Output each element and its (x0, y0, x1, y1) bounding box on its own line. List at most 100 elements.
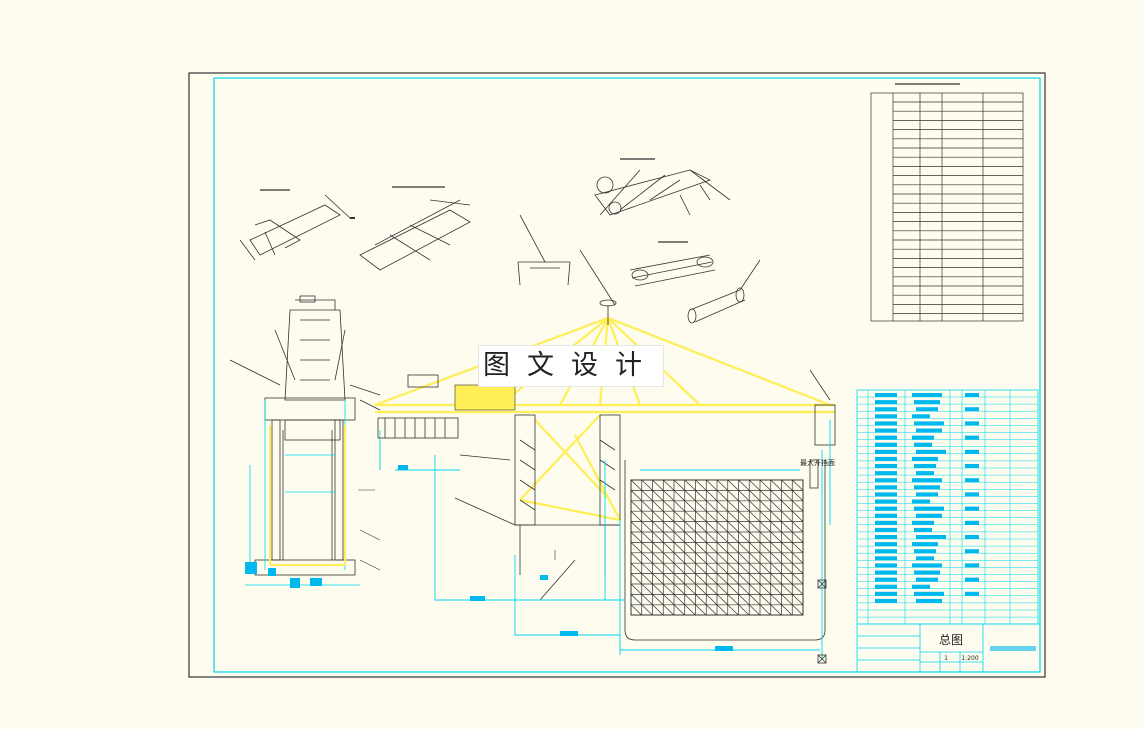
hold-grid-diagonal (673, 531, 685, 543)
hold-grid-diagonal (727, 583, 739, 595)
hold-grid-diagonal (673, 604, 685, 616)
hold-grid-diagonal (652, 521, 664, 533)
hold-grid-diagonal (781, 604, 793, 616)
parts-name-cell (875, 527, 897, 532)
parts-spec-cell (914, 549, 936, 554)
parts-material-cell (965, 492, 979, 497)
hold-grid-diagonal (759, 573, 771, 585)
parts-spec-cell (912, 542, 938, 547)
hold-grid-diagonal (652, 552, 664, 564)
hold-grid-diagonal (727, 531, 739, 543)
dimension-labels (398, 465, 733, 651)
hold-grid-diagonal (759, 542, 771, 554)
hold-grid-diagonal (663, 583, 675, 595)
hold-grid-diagonal (684, 500, 696, 512)
hold-grid-diagonal (781, 490, 793, 502)
hold-grid-diagonal (706, 562, 718, 574)
hold-grid-diagonal (738, 479, 750, 491)
hold-grid-diagonal (684, 542, 696, 554)
hold-grid-diagonal (641, 542, 653, 554)
hold-grid-diagonal (781, 479, 793, 491)
parts-material-cell (965, 520, 979, 525)
hold-grid-diagonal (641, 604, 653, 616)
hold-grid-diagonal (749, 521, 761, 533)
hold-grid-diagonal (781, 552, 793, 564)
hold-grid-diagonal (738, 490, 750, 502)
hold-grid-diagonal (630, 490, 642, 502)
machinery-house (454, 384, 516, 411)
hold-grid-diagonal (781, 562, 793, 574)
parts-material-cell (965, 393, 979, 397)
hold-grid-diagonal (749, 500, 761, 512)
hold-grid-diagonal (770, 594, 782, 606)
hold-grid-diagonal (684, 490, 696, 502)
hold-grid-diagonal (792, 594, 804, 606)
parts-name-cell (875, 449, 897, 454)
hold-grid-diagonal (641, 479, 653, 491)
parts-spec-cell (914, 591, 944, 596)
parts-name-cell (875, 513, 897, 518)
hold-grid-diagonal (738, 542, 750, 554)
parts-name-cell (875, 400, 897, 405)
parts-name-cell (875, 542, 897, 547)
parts-material-cell (965, 464, 979, 468)
hold-grid-diagonal (652, 583, 664, 595)
parts-name-cell (875, 549, 897, 554)
parts-name-cell (875, 428, 897, 433)
side-elevation-cyan (245, 400, 381, 586)
hold-grid-diagonal (781, 542, 793, 554)
parts-spec-cell (912, 456, 938, 461)
hold-grid-diagonal (716, 573, 728, 585)
hold-grid-diagonal (673, 542, 685, 554)
parts-spec-cell (914, 400, 940, 405)
hold-grid-diagonal (727, 573, 739, 585)
hold-grid-diagonal (759, 594, 771, 606)
parts-spec-cell (916, 577, 938, 582)
parts-name-cell (875, 570, 897, 575)
parts-name-cell (875, 421, 897, 426)
hold-grid-diagonal (673, 500, 685, 512)
hold-grid-diagonal (684, 583, 696, 595)
sheet-number: 1 (944, 655, 948, 662)
hold-grid-diagonal (759, 531, 771, 543)
detail-sketches (239, 158, 761, 324)
hold-grid-diagonal (792, 510, 804, 522)
parts-name-cell (875, 442, 897, 447)
hold-grid-diagonal (652, 604, 664, 616)
parts-list (856, 389, 1039, 625)
ship-hold (624, 460, 826, 641)
hold-grid-diagonal (684, 552, 696, 564)
hold-grid-diagonal (749, 604, 761, 616)
parts-name-cell (875, 492, 897, 497)
hold-grid-diagonal (652, 500, 664, 512)
hold-grid-diagonal (792, 500, 804, 512)
dimension-lines (379, 420, 831, 660)
max-opening-note: 最大开挡面 (800, 458, 835, 467)
parts-name-cell (875, 598, 897, 603)
hold-grid-diagonal (738, 604, 750, 616)
hold-grid-diagonal (781, 594, 793, 606)
hold-grid-diagonal (695, 552, 707, 564)
hold-grid-diagonal (630, 583, 642, 595)
hold-grid-diagonal (706, 583, 718, 595)
hold-grid-diagonal (663, 562, 675, 574)
hold-grid-diagonal (727, 542, 739, 554)
hold-grid-diagonal (770, 562, 782, 574)
hold-grid-diagonal (792, 531, 804, 543)
hold-grid-diagonal (716, 594, 728, 606)
hold-grid-diagonal (716, 583, 728, 595)
hold-grid-diagonal (663, 479, 675, 491)
hold-grid-diagonal (727, 552, 739, 564)
hold-grid-diagonal (770, 521, 782, 533)
parts-spec-cell (912, 478, 942, 483)
tower-structure (349, 249, 836, 601)
parts-spec-cell (914, 442, 932, 447)
hold-grid-diagonal (673, 594, 685, 606)
hold-grid-diagonal (781, 521, 793, 533)
hold-grid-diagonal (759, 521, 771, 533)
hold-grid-diagonal (749, 594, 761, 606)
hold-grid-diagonal (781, 573, 793, 585)
hold-grid-diagonal (684, 479, 696, 491)
hold-grid-diagonal (716, 562, 728, 574)
